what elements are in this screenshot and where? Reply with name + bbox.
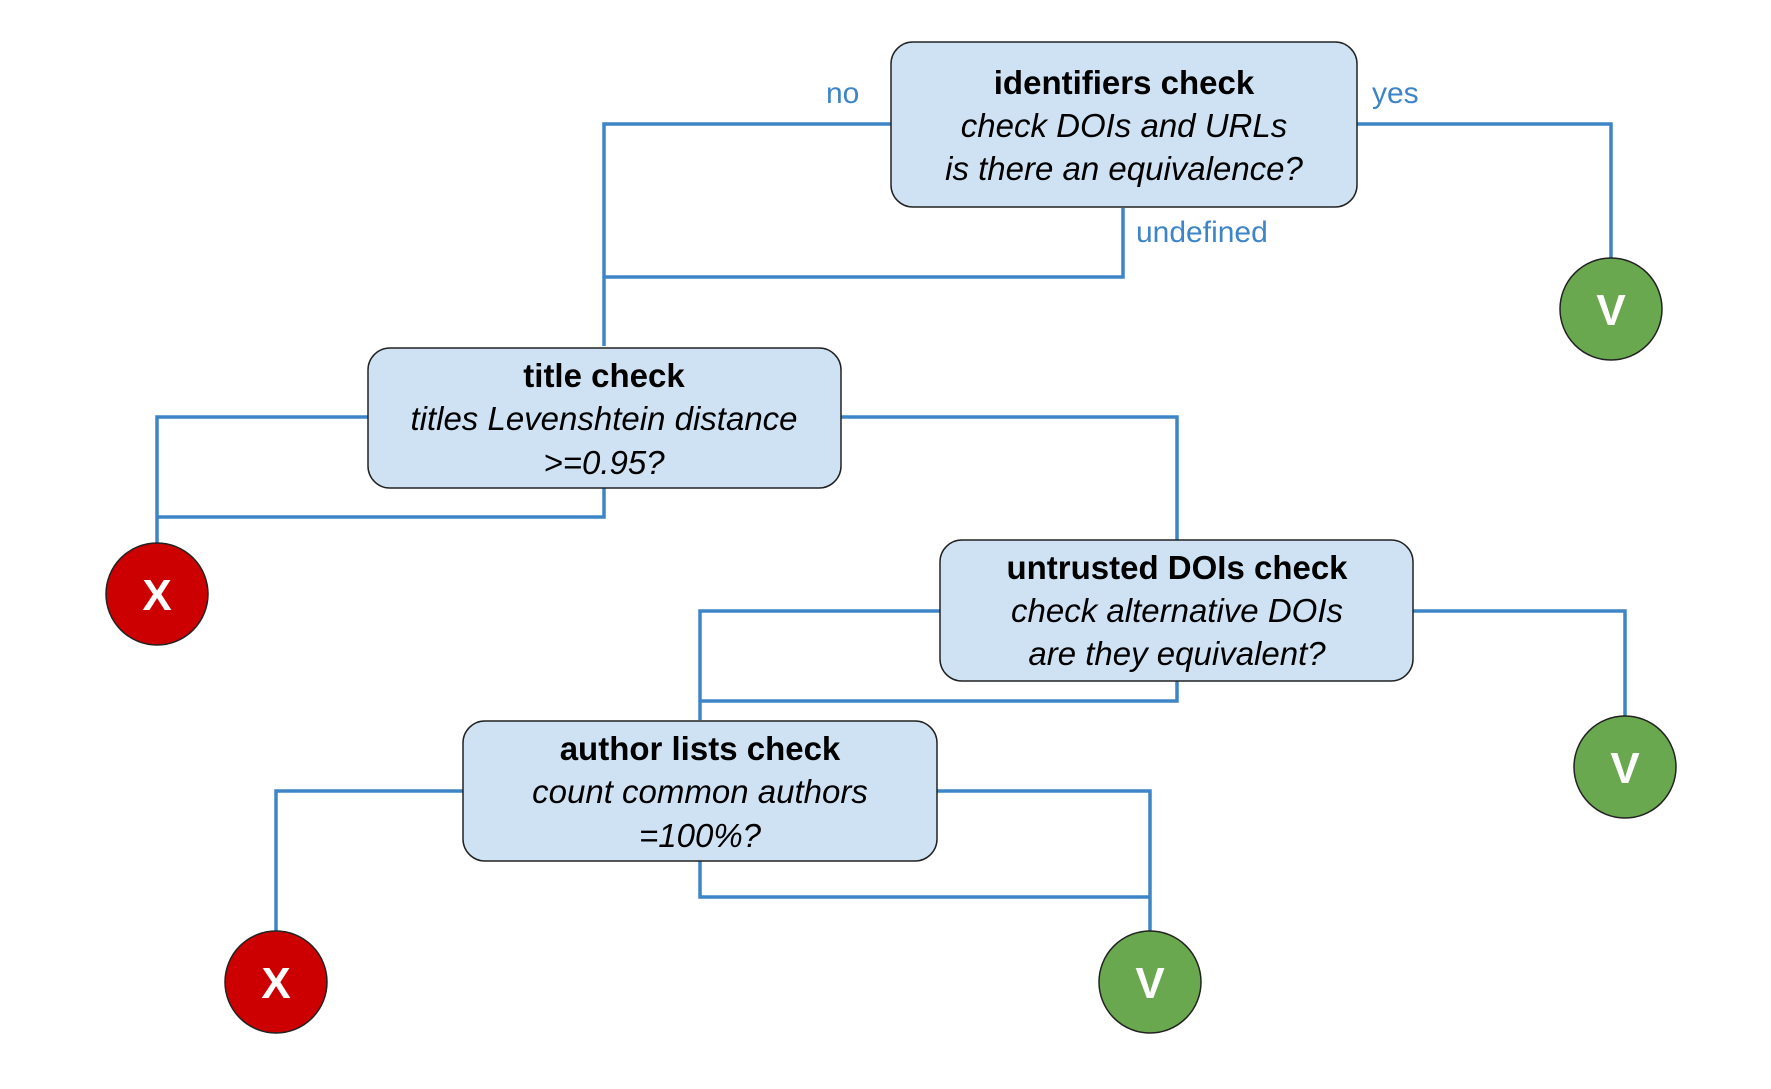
title-check-node: title check titles Levenshtein distance … [367, 347, 842, 489]
author-lists-check-title: author lists check [560, 730, 841, 767]
accept-outcome-1-label: V [1596, 286, 1626, 335]
edge-title-right [841, 415, 1179, 540]
edge-authors-right [937, 789, 1152, 935]
author-lists-check-line1: count common authors [532, 773, 868, 810]
reject-outcome-2-label: X [261, 959, 290, 1008]
edge-label-yes: yes [1372, 77, 1419, 110]
reject-outcome-1: X [105, 542, 209, 646]
edge-title-left [155, 415, 368, 549]
author-lists-check-line2: =100%? [639, 817, 762, 854]
edge-untrusted-bottom [700, 681, 1179, 703]
edge-authors-left [274, 789, 463, 935]
edge-label-undefined: undefined [1136, 216, 1268, 249]
reject-outcome-2: X [224, 930, 328, 1034]
reject-outcome-1-label: X [142, 571, 171, 620]
identifiers-check-node: identifiers check check DOIs and URLs is… [890, 41, 1358, 208]
accept-outcome-3-label: V [1135, 959, 1165, 1008]
title-check-line1: titles Levenshtein distance [410, 400, 797, 437]
edge-untrusted-right [1413, 609, 1627, 720]
edge-identifiers-yes [1357, 122, 1613, 262]
identifiers-check-title: identifiers check [994, 64, 1255, 101]
edge-title-bottom [157, 487, 606, 519]
title-check-title: title check [523, 357, 685, 394]
edge-authors-bottom [698, 861, 1150, 899]
edge-untrusted-left [698, 609, 940, 720]
untrusted-dois-check-line1: check alternative DOIs [1011, 592, 1343, 629]
accept-outcome-1: V [1559, 257, 1663, 361]
title-check-line2: >=0.95? [543, 444, 665, 481]
connectors [155, 122, 1627, 935]
edge-label-no: no [826, 77, 859, 110]
edge-identifiers-no [602, 122, 895, 346]
untrusted-dois-check-node: untrusted DOIs check check alternative D… [939, 539, 1414, 682]
untrusted-dois-check-title: untrusted DOIs check [1006, 549, 1348, 586]
accept-outcome-2-label: V [1610, 744, 1640, 793]
identifiers-check-line2: is there an equivalence? [945, 150, 1303, 187]
accept-outcome-2: V [1573, 715, 1677, 819]
accept-outcome-3: V [1098, 930, 1202, 1034]
untrusted-dois-check-line2: are they equivalent? [1028, 635, 1326, 672]
edge-identifiers-undefined [604, 208, 1125, 279]
author-lists-check-node: author lists check count common authors … [462, 720, 938, 862]
identifiers-check-line1: check DOIs and URLs [961, 107, 1287, 144]
